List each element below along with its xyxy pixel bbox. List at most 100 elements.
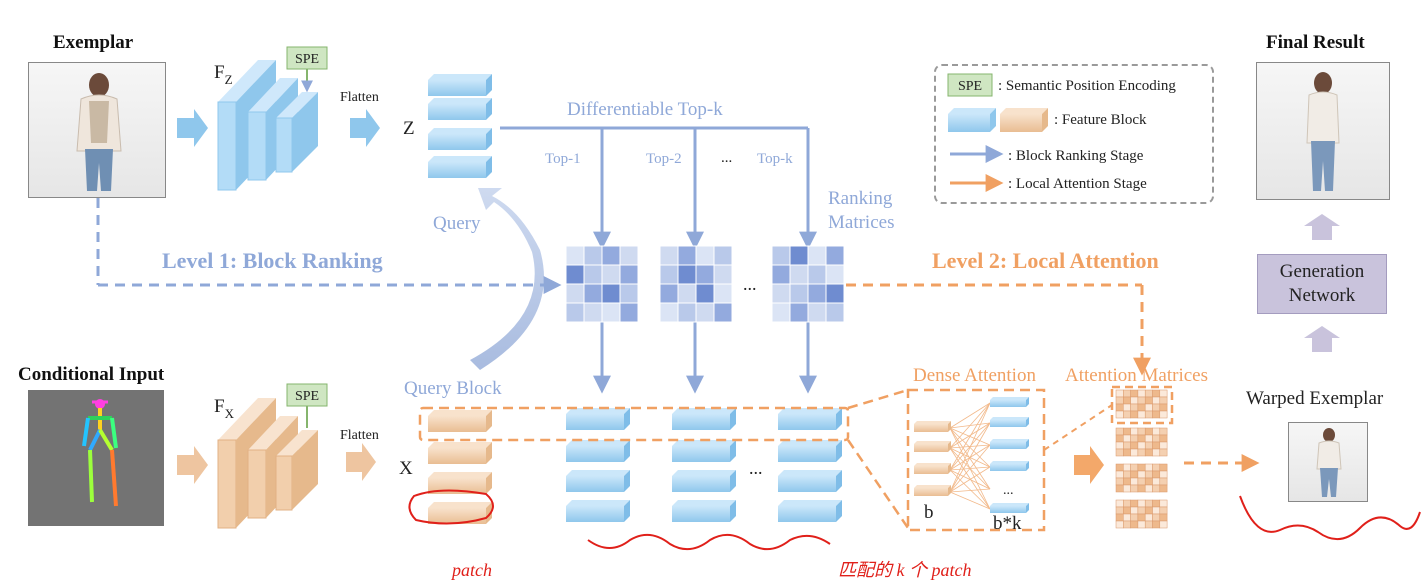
query-curve-arrow: [470, 188, 544, 370]
dense-key-block: [990, 417, 1029, 427]
topk-ellipsis: ...: [721, 150, 732, 166]
z-feature-block: [428, 156, 492, 178]
dense-key-block: [990, 397, 1029, 407]
up-arrows-generation: [1304, 214, 1340, 352]
blocks-ellipsis: ...: [749, 458, 763, 478]
warped-exemplar-title: Warped Exemplar: [1246, 388, 1384, 409]
legend-box: [934, 64, 1214, 204]
spe-tag-label-top: SPE: [295, 52, 319, 67]
differentiable-topk-label: Differentiable Top-k: [567, 99, 723, 120]
matched-feature-block: [778, 500, 842, 522]
x-feature-block: [428, 502, 492, 524]
dense-attention-box: ...: [906, 388, 1046, 532]
legend-graphics: [947, 73, 1048, 192]
attention-matrices: [1115, 389, 1168, 529]
final-result-title: Final Result: [1266, 32, 1365, 53]
bk-label: b*k: [993, 513, 1022, 534]
legend-feature-block-blue: [948, 108, 996, 132]
fat-arrow-blue-2: [350, 109, 380, 147]
fat-arrow-orange-2: [346, 443, 376, 481]
person-figure-icon: [76, 73, 122, 191]
person-figure-icon: [1316, 428, 1342, 497]
ranking-matrix: [659, 245, 733, 323]
ranking-matrix: [771, 245, 845, 323]
final-result-image: [1256, 62, 1390, 200]
legend-spe-tag-label: SPE: [958, 79, 982, 94]
generation-network-box: Generation Network: [1257, 254, 1387, 314]
top2-label: Top-2: [646, 151, 682, 167]
exemplar-image: [28, 62, 166, 198]
matched-feature-block: [672, 440, 736, 462]
level1-label: Level 1: Block Ranking: [162, 248, 383, 273]
matched-feature-block: [778, 408, 842, 430]
attention-matrix: [1115, 427, 1168, 457]
z-feature-block: [428, 128, 492, 150]
ranking-matrices: [565, 245, 845, 323]
attention-matrix: [1115, 499, 1168, 529]
annotation-matched-k-patch: 匹配的 k 个 patch: [838, 560, 971, 580]
spe-tag-label-bottom: SPE: [295, 389, 319, 404]
fz-label: FZ: [214, 62, 233, 87]
exemplar-title: Exemplar: [53, 32, 134, 53]
x-block-column: [428, 410, 492, 524]
level2-label: Level 2: Local Attention: [932, 248, 1159, 273]
ranking-matrix: [565, 245, 639, 323]
handwritten-annotations: [408, 489, 1421, 551]
x-feature-block: [428, 442, 492, 464]
ranking-matrices-label-1: Ranking: [828, 188, 893, 209]
z-feature-block: [428, 98, 492, 120]
matrices-ellipsis: ...: [743, 274, 757, 294]
legend-block-ranking-label: : Block Ranking Stage: [1008, 148, 1144, 164]
level1-dashed-path: [96, 198, 562, 294]
matched-feature-block: [566, 500, 630, 522]
dense-attention-network: ...: [914, 397, 1029, 513]
dense-key-block: [990, 439, 1029, 449]
query-block-label: Query Block: [404, 378, 502, 399]
fat-arrow-orange-1: [177, 446, 208, 484]
attention-matrix: [1115, 463, 1168, 493]
matched-feature-block: [566, 440, 630, 462]
matched-feature-block: [566, 408, 630, 430]
legend-feature-block-label: : Feature Block: [1054, 112, 1147, 128]
legend-spe-swatch: [947, 73, 993, 97]
z-label: Z: [403, 118, 415, 139]
matched-block-columns: [566, 408, 842, 522]
legend-feature-block-orange: [1000, 108, 1048, 132]
flatten-label-bottom: Flatten: [340, 428, 379, 443]
topk-label: Top-k: [757, 151, 793, 167]
query-block-highlight: [418, 388, 910, 529]
flatten-label-top: Flatten: [340, 90, 379, 105]
legend-local-attention-label: : Local Attention Stage: [1008, 176, 1147, 192]
top1-label: Top-1: [545, 151, 581, 167]
conditional-input-title: Conditional Input: [18, 364, 165, 385]
generation-network-label-1: Generation: [1279, 261, 1365, 282]
matched-feature-block: [778, 440, 842, 462]
attention-matrices-label: Attention Matrices: [1065, 365, 1208, 386]
dense-query-block: [914, 421, 951, 432]
svg-text:...: ...: [1003, 483, 1014, 498]
topk-routing-lines: [500, 126, 817, 394]
dense-key-block: [990, 503, 1029, 513]
attention-matrix: [1115, 389, 1168, 419]
matched-feature-block: [672, 470, 736, 492]
matched-feature-block: [672, 500, 736, 522]
dense-query-block: [914, 441, 951, 452]
matched-feature-block: [778, 470, 842, 492]
level2-dashed-path: [846, 283, 1260, 472]
b-label: b: [924, 502, 934, 523]
dense-attention-label: Dense Attention: [913, 365, 1036, 386]
fz-feature-stack: [217, 60, 318, 191]
fx-label: FX: [214, 396, 235, 421]
matched-feature-block: [672, 408, 736, 430]
attention-matrix-highlight: [1043, 385, 1174, 451]
pose-skeleton-image: [28, 390, 164, 526]
x-feature-block: [428, 410, 492, 432]
z-feature-block: [428, 74, 492, 96]
warped-exemplar-image: [1288, 422, 1368, 502]
spe-tag-bottom: [286, 383, 328, 428]
dense-query-block: [914, 485, 951, 496]
annotation-patch: patch: [450, 560, 492, 580]
x-label: X: [399, 458, 413, 479]
